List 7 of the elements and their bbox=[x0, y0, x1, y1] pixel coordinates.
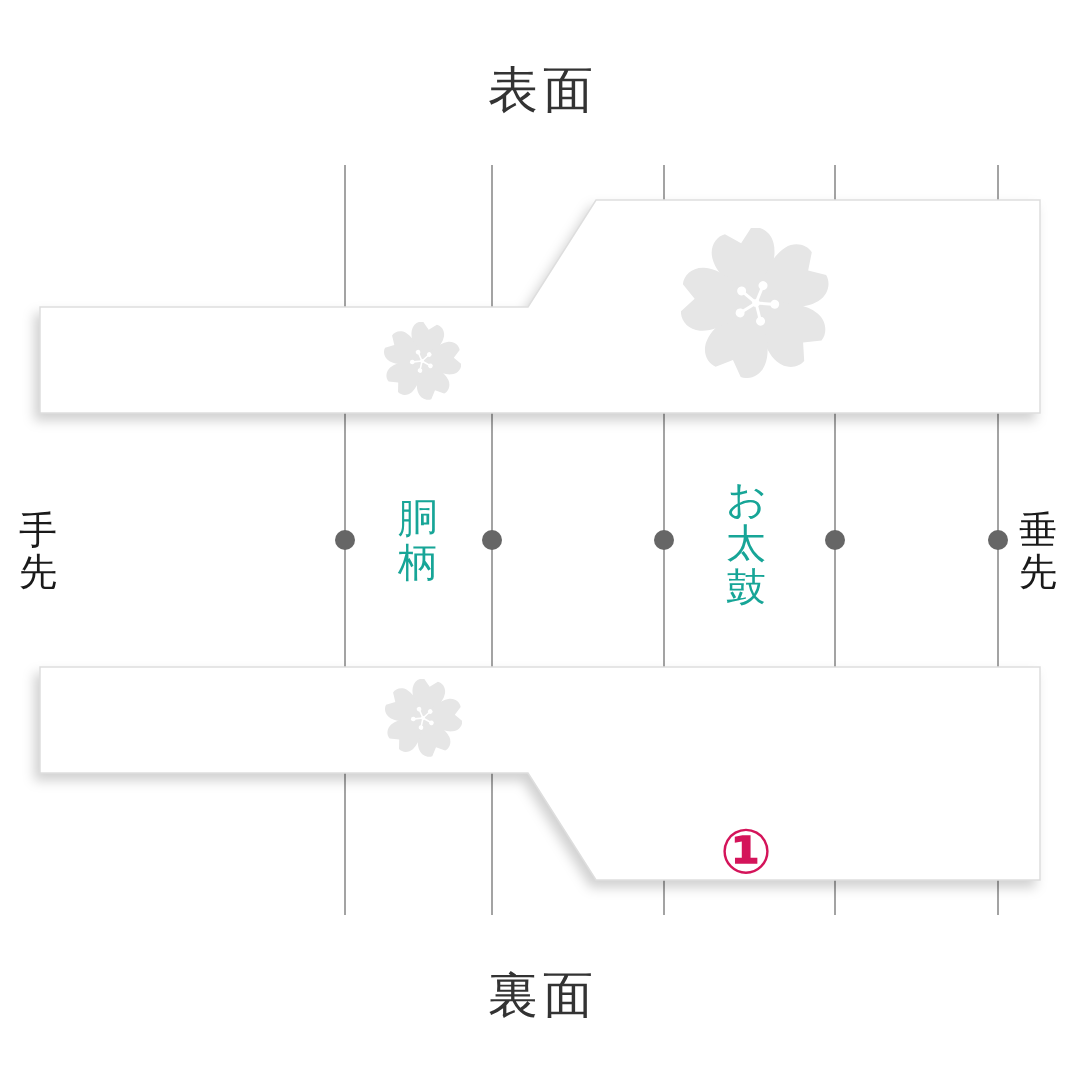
face-heading: 裏面 bbox=[486, 966, 598, 1025]
part-label: 手先 bbox=[19, 510, 57, 594]
part-label: 垂先 bbox=[1019, 510, 1057, 594]
callout-number: ① bbox=[719, 821, 773, 883]
part-label: お太鼓 bbox=[726, 478, 766, 610]
part-label: 胴柄 bbox=[398, 497, 438, 585]
face-heading: 表面 bbox=[486, 61, 598, 120]
